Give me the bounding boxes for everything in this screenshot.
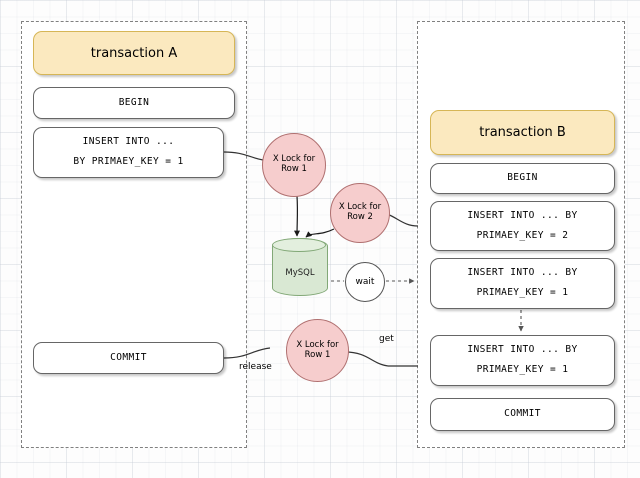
step-text: INSERT INTO ... BY bbox=[467, 267, 578, 279]
step-text: PRIMAEY_KEY = 2 bbox=[476, 229, 569, 241]
cylinder-top-ellipse bbox=[272, 238, 326, 252]
edge-b-insert2-to-lock2 bbox=[386, 213, 419, 227]
transaction-a-step-insert-row-1[interactable]: INSERT INTO ... BY PRIMAEY_KEY = 1 bbox=[33, 127, 224, 178]
lock-label-line2: Row 1 bbox=[304, 349, 331, 360]
step-text: BEGIN bbox=[507, 172, 538, 184]
transaction-b-header: transaction B bbox=[430, 110, 615, 155]
step-text: PRIMAEY_KEY = 1 bbox=[476, 287, 569, 298]
transaction-a-step-commit[interactable]: COMMIT bbox=[33, 342, 224, 374]
step-text: BEGIN bbox=[118, 96, 150, 108]
step-text: COMMIT bbox=[110, 351, 147, 363]
edge-label-get: get bbox=[379, 334, 394, 344]
mysql-database-cylinder: MySQL bbox=[272, 238, 328, 296]
edge-lock2-to-db bbox=[305, 228, 335, 238]
transaction-a-step-begin[interactable]: BEGIN bbox=[33, 87, 235, 119]
transaction-b-step-insert-row-1-blocked[interactable]: INSERT INTO ... BY PRIMAEY_KEY = 1 bbox=[430, 258, 615, 309]
step-text: INSERT INTO ... bbox=[82, 136, 175, 148]
transaction-b-title: transaction B bbox=[479, 125, 566, 140]
transaction-a-title: transaction A bbox=[90, 45, 178, 61]
edge-lock1b-get-to-b-retry bbox=[344, 351, 389, 367]
transaction-b-step-commit[interactable]: COMMIT bbox=[430, 398, 615, 431]
transaction-a-header: transaction A bbox=[33, 31, 235, 75]
database-label: MySQL bbox=[285, 268, 315, 278]
wait-label: wait bbox=[355, 276, 375, 287]
step-text: INSERT INTO ... BY bbox=[467, 209, 578, 221]
transaction-b-step-insert-row-2[interactable]: INSERT INTO ... BY PRIMAEY_KEY = 2 bbox=[430, 201, 615, 251]
wait-circle: wait bbox=[345, 262, 385, 302]
step-text: INSERT INTO ... BY bbox=[467, 344, 578, 356]
x-lock-row-1-bottom-circle[interactable]: X Lock for Row 1 bbox=[286, 319, 349, 382]
transaction-b-step-insert-row-1-retry[interactable]: INSERT INTO ... BY PRIMAEY_KEY = 1 bbox=[430, 335, 615, 386]
step-text: BY PRIMAEY_KEY = 1 bbox=[73, 156, 184, 167]
edge-label-release: release bbox=[239, 362, 272, 372]
lock-label-line1: X Lock for bbox=[296, 339, 339, 350]
x-lock-row-2-circle[interactable]: X Lock for Row 2 bbox=[330, 183, 390, 243]
x-lock-row-1-top-circle[interactable]: X Lock for Row 1 bbox=[262, 133, 326, 197]
transaction-a-lane bbox=[21, 21, 247, 448]
step-text: PRIMAEY_KEY = 1 bbox=[476, 364, 569, 375]
transaction-b-step-begin[interactable]: BEGIN bbox=[430, 163, 615, 194]
step-text: COMMIT bbox=[504, 408, 541, 420]
lock-label-line1: X Lock for bbox=[272, 154, 316, 165]
lock-label-line2: Row 2 bbox=[347, 212, 373, 222]
lock-label-line1: X Lock for bbox=[338, 202, 382, 213]
lock-label-line2: Row 1 bbox=[281, 164, 307, 174]
